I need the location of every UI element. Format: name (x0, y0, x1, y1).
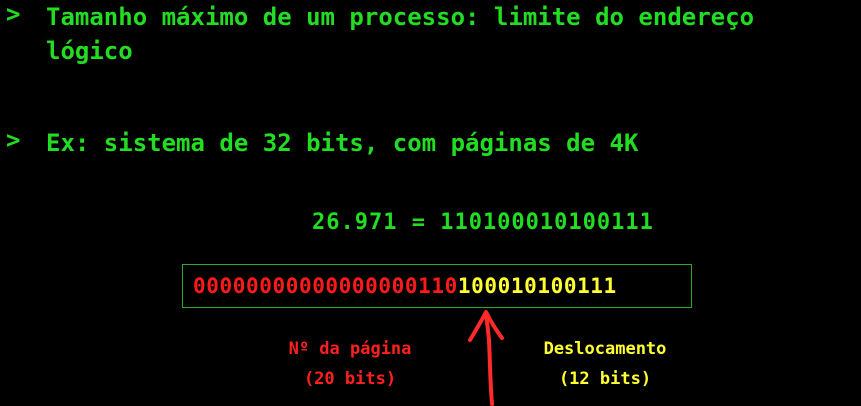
page-number-bits: 00000000000000000110 (193, 274, 458, 298)
bullet-text: Tamanho máximo de um processo: limite do… (46, 3, 769, 65)
bullet-chevron-icon: > (6, 126, 21, 154)
offset-title: Deslocamento (543, 339, 667, 359)
page-number-title: Nº da página (288, 339, 412, 359)
offset-size: (12 bits) (558, 369, 652, 389)
bullet-process-size: > Tamanho máximo de um processo: limite … (6, 0, 856, 68)
bullet-example: > Ex: sistema de 32 bits, com páginas de… (6, 126, 638, 160)
page-number-label: Nº da página (20 bits) (250, 334, 450, 394)
red-arrow-icon (468, 310, 504, 406)
offset-label: Deslocamento (12 bits) (500, 334, 710, 394)
bullet-text: Ex: sistema de 32 bits, com páginas de 4… (46, 129, 639, 157)
bullet-chevron-icon: > (6, 0, 21, 28)
page-number-size: (20 bits) (303, 369, 397, 389)
decimal-binary-equation: 26.971 = 110100010100111 (312, 210, 654, 235)
offset-bits: 100010100111 (457, 274, 617, 298)
